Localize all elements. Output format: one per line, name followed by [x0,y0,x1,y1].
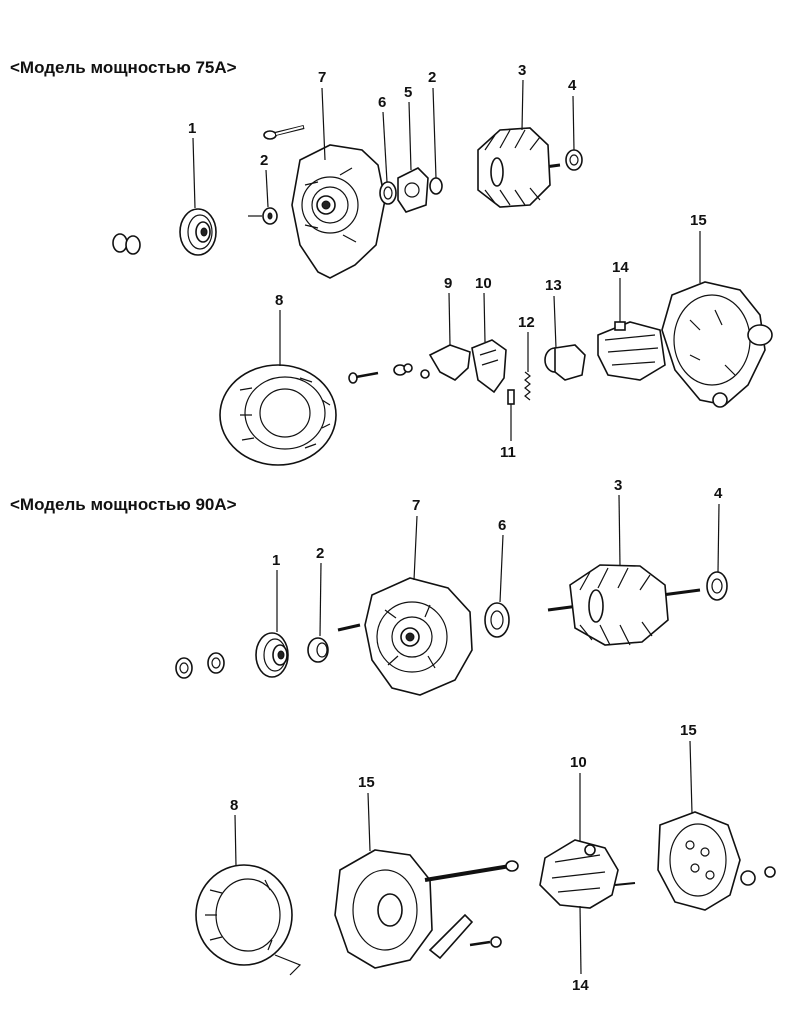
bearing-retainer-75 [397,167,429,213]
front-housing-90 [337,577,473,696]
callout-10: 10 [475,275,492,292]
rear-cover-90 [657,811,776,911]
callout-2: 2 [260,152,268,169]
callout-15-90: 15 [358,774,375,791]
rectifier-75 [597,321,666,381]
regulator-rectifier-90 [539,839,636,909]
callout-11: 11 [500,444,516,461]
screw-washer-75 [248,207,278,225]
brush-spring-75 [507,371,531,415]
nut-washer-90 [175,652,225,679]
bearing-90 [484,602,510,638]
callout-6: 6 [378,94,386,111]
stator-90 [195,864,302,976]
callout-13: 13 [545,277,562,294]
section-title-75a: <Модель мощностью 75А> [10,58,237,77]
callout-14-90: 14 [572,977,589,994]
callout-2-90: 2 [316,545,324,562]
callout-3: 3 [518,62,526,79]
rear-bearing-75 [565,149,583,171]
callout-4: 4 [568,77,577,94]
callout-7: 7 [318,69,326,86]
screws-75 [348,363,430,384]
pulley-90 [255,632,289,678]
callouts-90a: 1 2 7 6 3 4 8 15 10 15 14 [230,477,723,994]
callout-5: 5 [404,84,412,101]
spacer-75 [429,177,443,195]
terminal-plate-75 [428,344,471,381]
section-title-90a: <Модель мощностью 90А> [10,495,237,514]
callout-7-90: 7 [412,497,420,514]
pulley-75 [179,208,217,256]
callout-14: 14 [612,259,629,276]
callout-8: 8 [275,292,283,309]
spacer-90 [307,637,329,663]
callout-3-90: 3 [614,477,622,494]
regulator-75 [544,344,586,381]
stator-75 [219,364,337,466]
callout-10-90: 10 [570,754,587,771]
callout-15: 15 [690,212,707,229]
callout-15b-90: 15 [680,722,697,739]
rotor-90 [547,564,701,646]
callout-4-90: 4 [714,485,723,502]
callout-9: 9 [444,275,452,292]
rotor-75 [477,127,561,208]
long-bolt-75 [263,125,305,140]
callout-1-90: 1 [272,552,280,569]
brush-holder-75 [471,339,507,394]
callout-12: 12 [518,314,535,331]
callout-8-90: 8 [230,797,238,814]
nut-washer-75 [112,233,141,255]
bearing-75 [379,181,397,205]
front-housing-75 [291,144,386,279]
middle-housing-90 [334,849,519,969]
rear-bearing-90 [706,571,728,601]
callout-2b: 2 [428,69,436,86]
rear-housing-75 [661,281,773,408]
callouts-75a: 1 2 7 6 5 2 3 4 8 9 10 13 12 14 [188,62,707,461]
callout-1: 1 [188,120,196,137]
callout-6-90: 6 [498,517,506,534]
